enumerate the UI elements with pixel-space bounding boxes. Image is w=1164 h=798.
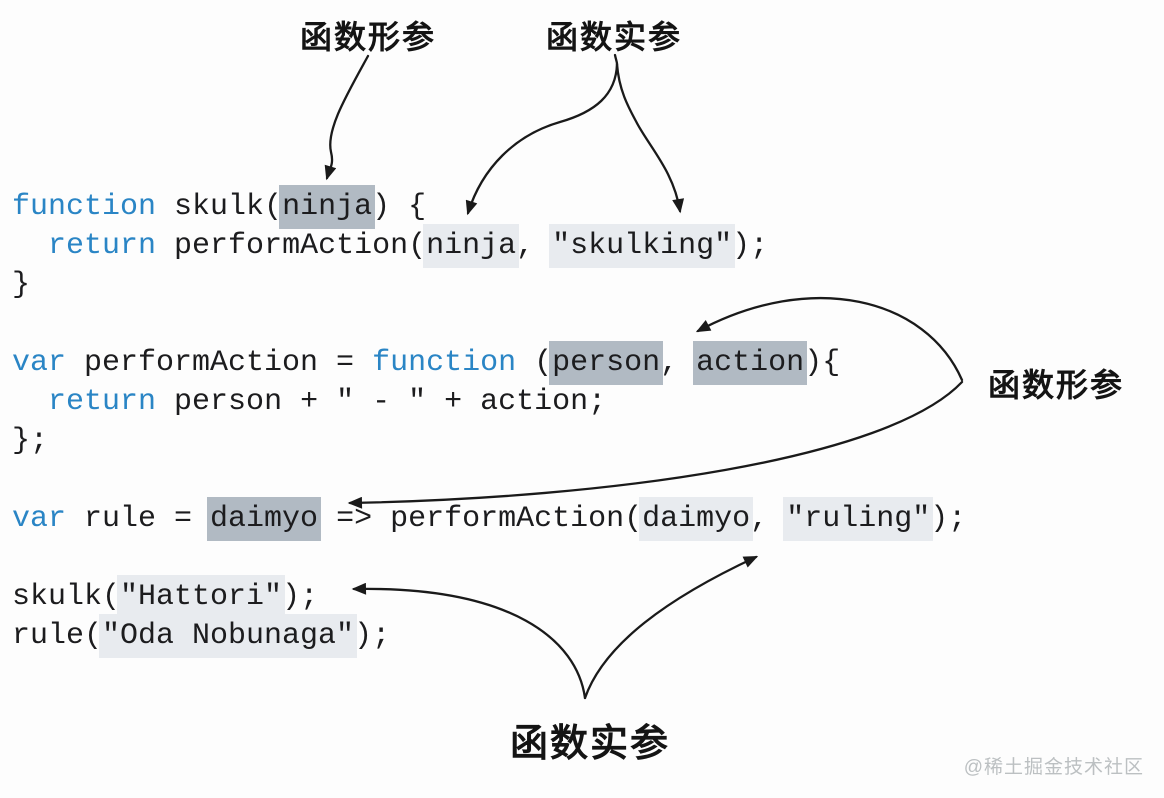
code-line bbox=[12, 539, 966, 578]
code-text: => performAction( bbox=[318, 502, 643, 536]
code-text: }; bbox=[12, 424, 49, 458]
code-token-formal-param: action bbox=[693, 341, 808, 385]
code-line bbox=[12, 305, 966, 344]
label-actual-args-bottom: 函数实参 bbox=[510, 723, 671, 765]
code-token-argument: ninja bbox=[423, 224, 520, 268]
code-token-argument: "Hattori" bbox=[117, 575, 286, 619]
code-keyword: function bbox=[12, 190, 157, 224]
code-text: ); bbox=[732, 229, 769, 263]
code-keyword: return bbox=[48, 229, 157, 263]
code-text: , bbox=[660, 346, 697, 380]
code-line: return person + " - " + action; bbox=[12, 383, 966, 422]
code-text: performAction = bbox=[66, 346, 373, 380]
code-line: } bbox=[12, 266, 966, 305]
code-keyword: var bbox=[12, 346, 67, 380]
code-line: skulk("Hattori"); bbox=[12, 575, 966, 619]
code-token-argument: "ruling" bbox=[783, 497, 934, 541]
code-keyword: return bbox=[48, 385, 157, 419]
code-text: ); bbox=[930, 502, 967, 536]
code-token-argument: daimyo bbox=[639, 497, 754, 541]
code-keyword: function bbox=[372, 346, 517, 380]
code-block: function skulk(ninja) { return performAc… bbox=[12, 185, 967, 658]
code-token-argument: "Oda Nobunaga" bbox=[99, 614, 358, 658]
code-token-formal-param: daimyo bbox=[207, 497, 322, 541]
code-text: , bbox=[516, 229, 553, 263]
code-text: ){ bbox=[804, 346, 841, 380]
code-token-argument: "skulking" bbox=[549, 224, 736, 268]
code-line bbox=[12, 461, 966, 500]
code-token-formal-param: ninja bbox=[279, 185, 376, 229]
code-text: rule = bbox=[66, 502, 211, 536]
code-line: var performAction = function (person, ac… bbox=[12, 341, 966, 385]
watermark: @稀土掘金技术社区 bbox=[963, 757, 1144, 778]
code-text bbox=[12, 385, 48, 419]
code-keyword: var bbox=[12, 502, 67, 536]
code-line: }; bbox=[12, 422, 966, 461]
code-line: var rule = daimyo => performAction(daimy… bbox=[12, 497, 967, 541]
code-line: return performAction(ninja, "skulking"); bbox=[12, 224, 966, 268]
label-actual-args-top: 函数实参 bbox=[546, 19, 683, 55]
code-text: performAction( bbox=[156, 229, 427, 263]
code-text: ( bbox=[516, 346, 553, 380]
code-line: function skulk(ninja) { bbox=[12, 185, 966, 229]
label-formal-params-top: 函数形参 bbox=[300, 19, 437, 55]
code-text: skulk( bbox=[156, 190, 283, 224]
code-text: , bbox=[750, 502, 787, 536]
label-formal-params-right: 函数形参 bbox=[988, 367, 1125, 403]
code-text: ) { bbox=[372, 190, 427, 224]
code-token-formal-param: person bbox=[549, 341, 664, 385]
code-text: ); bbox=[282, 580, 319, 614]
code-text: skulk( bbox=[12, 580, 121, 614]
code-text: person + " - " + action; bbox=[156, 385, 607, 419]
code-text: ); bbox=[354, 619, 391, 653]
code-line: rule("Oda Nobunaga"); bbox=[12, 614, 966, 658]
code-text: } bbox=[12, 268, 31, 302]
code-text bbox=[12, 229, 48, 263]
code-text: rule( bbox=[12, 619, 103, 653]
arrow-top-formal-to-ninja-param-icon bbox=[324, 54, 370, 181]
